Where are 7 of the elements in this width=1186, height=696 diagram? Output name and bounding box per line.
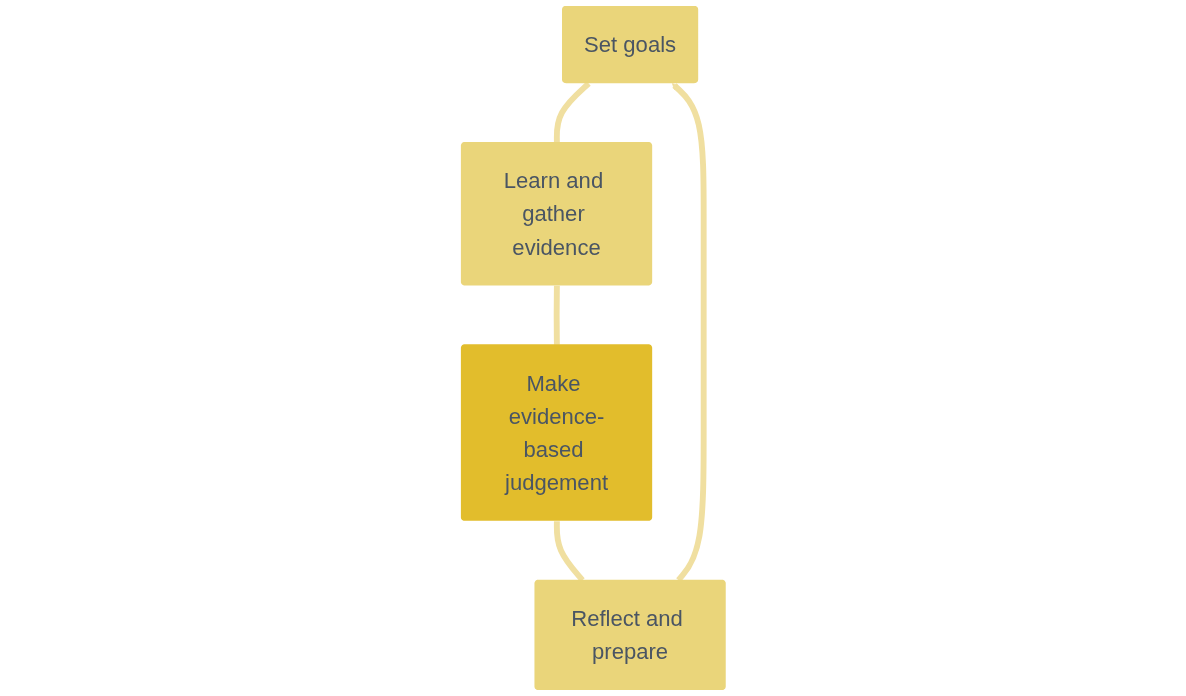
node-box: Learn and gather evidence	[460, 142, 652, 286]
connector	[553, 285, 560, 345]
arrow	[671, 83, 707, 582]
node-box: Make evidence-based judgement	[460, 344, 652, 521]
connector	[553, 81, 591, 143]
node-box: Reflect and prepare	[534, 579, 726, 691]
node-box: Set goals	[561, 5, 698, 84]
